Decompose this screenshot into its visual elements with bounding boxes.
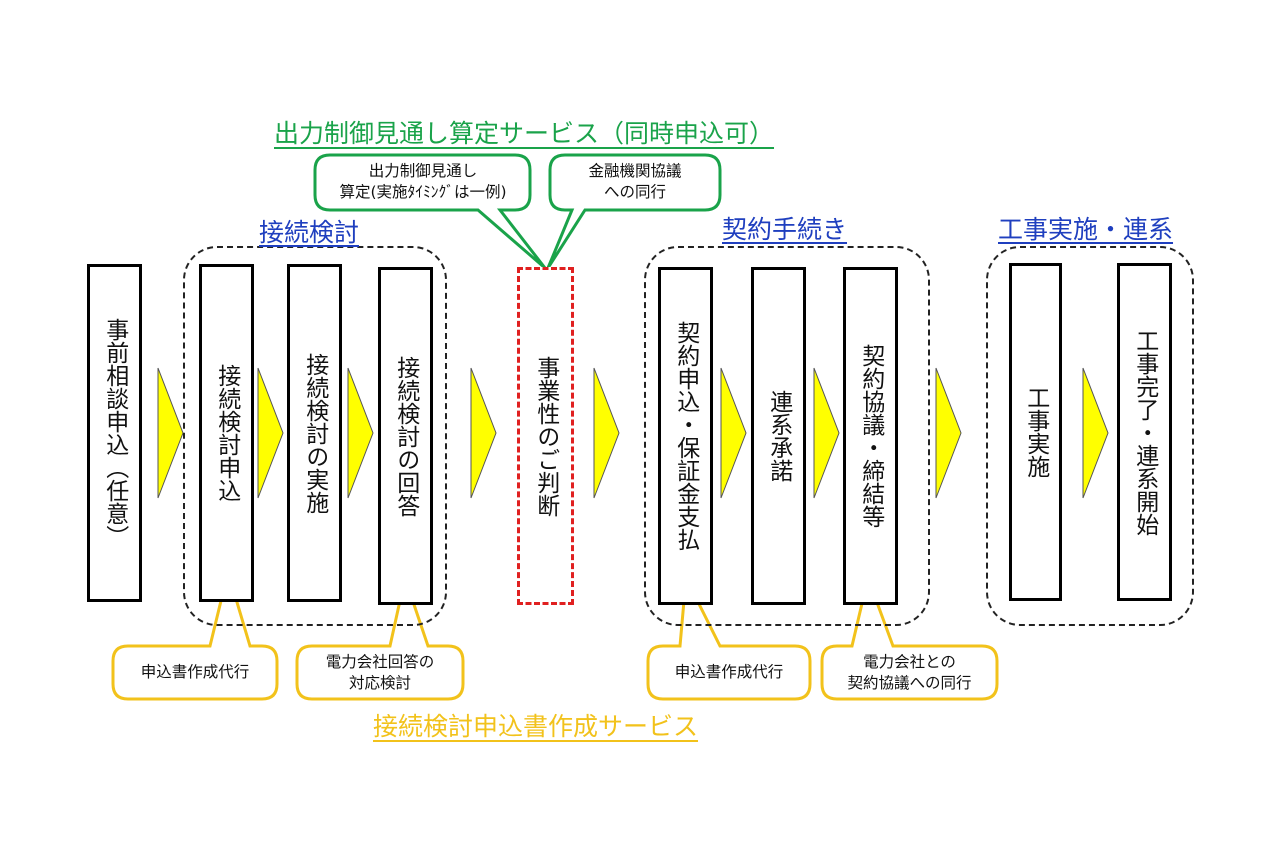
- forecast-service-banner: 出力制御見通し算定サービス（同時申込可）: [274, 119, 775, 148]
- step-review-apply: 接続検討申込: [199, 264, 254, 602]
- yellow-callout-answer: [295, 572, 465, 701]
- arrow-5: [593, 367, 620, 499]
- arrow-1: [157, 367, 184, 499]
- step-pre-consult: 事前相談申込（任意）: [87, 264, 142, 602]
- arrow-6: [720, 367, 747, 499]
- step-review-exec: 接続検討の実施: [287, 264, 342, 602]
- yellow-callout-apply-contract: [646, 572, 812, 701]
- step-construction-label: 工事実施: [1022, 386, 1049, 478]
- arrow-7: [813, 367, 840, 499]
- group-label-connection-review: 接続検討: [259, 218, 360, 247]
- arrow-2: [257, 367, 284, 499]
- application-service-banner: 接続検討申込書作成サービス: [373, 712, 699, 741]
- group-label-construction: 工事実施・連系: [998, 215, 1174, 244]
- step-grid-consent-label: 連系承諾: [765, 390, 792, 482]
- step-review-answer-label: 接続検討の回答: [392, 355, 419, 517]
- step-completion: 工事完了・連系開始: [1117, 263, 1172, 601]
- step-review-answer: 接続検討の回答: [378, 267, 433, 605]
- step-contract-agree: 契約協議・締結等: [843, 267, 898, 605]
- group-label-contract: 契約手続き: [722, 215, 848, 244]
- yellow-callout-contract-text: 電力会社との契約協議への同行: [847, 652, 972, 692]
- yellow-callout-apply-review: [111, 566, 279, 701]
- green-callout-forecast: [313, 153, 547, 270]
- green-callout-forecast-text: 出力制御見通し算定(実施ﾀｲﾐﾝｸﾞは一例): [339, 162, 507, 201]
- yellow-callout-contract: [820, 572, 999, 701]
- yellow-callout-apply-contract-text: 申込書作成代行: [674, 663, 784, 682]
- flow-arrows: [157, 367, 1109, 499]
- arrow-9: [1082, 367, 1109, 499]
- arrow-3: [347, 367, 374, 499]
- yellow-callout-apply-review-text: 申込書作成代行: [140, 663, 250, 682]
- yellow-callout-answer-text: 電力会社回答の対応検討: [325, 652, 435, 692]
- green-callout-finance-text: 金融機関協議への同行: [588, 162, 682, 201]
- step-business-decision: 事業性のご判断: [517, 267, 574, 605]
- group-connection-review: [183, 246, 447, 626]
- step-review-exec-label: 接続検討の実施: [301, 352, 328, 514]
- green-callout-finance: [546, 153, 722, 269]
- arrow-4: [470, 367, 497, 499]
- step-contract-agree-label: 契約協議・締結等: [857, 344, 884, 528]
- step-contract-apply: 契約申込・保証金支払: [658, 267, 713, 605]
- group-construction: [986, 246, 1194, 626]
- step-construction: 工事実施: [1009, 263, 1062, 601]
- arrow-8: [935, 367, 962, 499]
- step-contract-apply-label: 契約申込・保証金支払: [672, 321, 699, 551]
- step-completion-label: 工事完了・連系開始: [1131, 328, 1158, 536]
- step-pre-consult-label: 事前相談申込（任意）: [101, 318, 128, 548]
- step-grid-consent: 連系承諾: [751, 267, 806, 605]
- group-contract: [644, 246, 930, 626]
- step-review-apply-label: 接続検討申込: [213, 364, 240, 502]
- step-business-decision-label: 事業性のご判断: [532, 355, 559, 517]
